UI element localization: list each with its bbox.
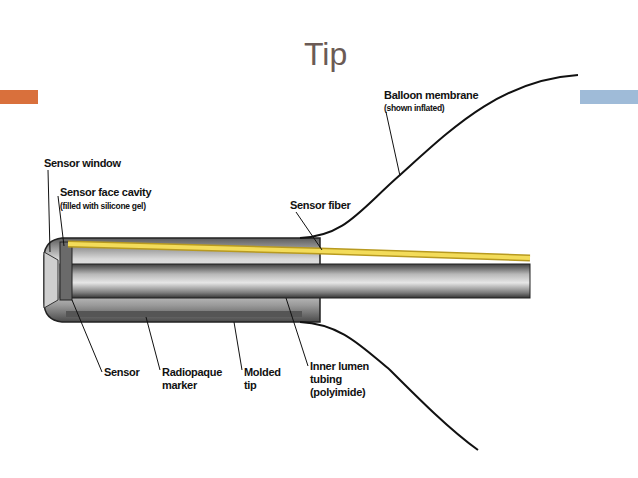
part-label: Sensor fiber — [290, 199, 351, 212]
part-note: (filled with silicone gel) — [60, 201, 146, 211]
part-note: (shown inflated) — [384, 103, 444, 113]
part-label: Sensor window — [44, 157, 121, 170]
sensor-fiber — [68, 244, 530, 258]
accent-bar — [580, 90, 638, 104]
leader-line — [72, 300, 102, 372]
part-label: Radiopaque marker — [162, 366, 232, 392]
leader-lines — [48, 112, 400, 372]
sensor-window — [44, 252, 58, 308]
part-label: Sensor — [104, 366, 140, 379]
part-label: Inner lumen tubing (polyimide) — [310, 360, 382, 399]
sensor — [60, 242, 72, 300]
part-label: Balloon membrane — [384, 89, 478, 102]
part-label: Molded tip — [244, 366, 289, 392]
balloon-membrane — [300, 322, 478, 450]
part-label: Sensor face cavity — [60, 186, 151, 199]
slide-title: Tip — [304, 36, 347, 72]
radiopaque-marker — [66, 311, 302, 317]
leader-line — [234, 322, 242, 370]
accent-bar — [0, 90, 38, 104]
leader-line — [286, 298, 308, 366]
leader-line — [48, 170, 50, 252]
sensor-fiber — [68, 244, 530, 258]
inner-lumen-tubing — [60, 264, 530, 298]
leader-line — [386, 112, 400, 176]
leader-line — [146, 317, 160, 370]
leader-line — [296, 212, 322, 250]
balloon-membrane — [300, 75, 578, 238]
